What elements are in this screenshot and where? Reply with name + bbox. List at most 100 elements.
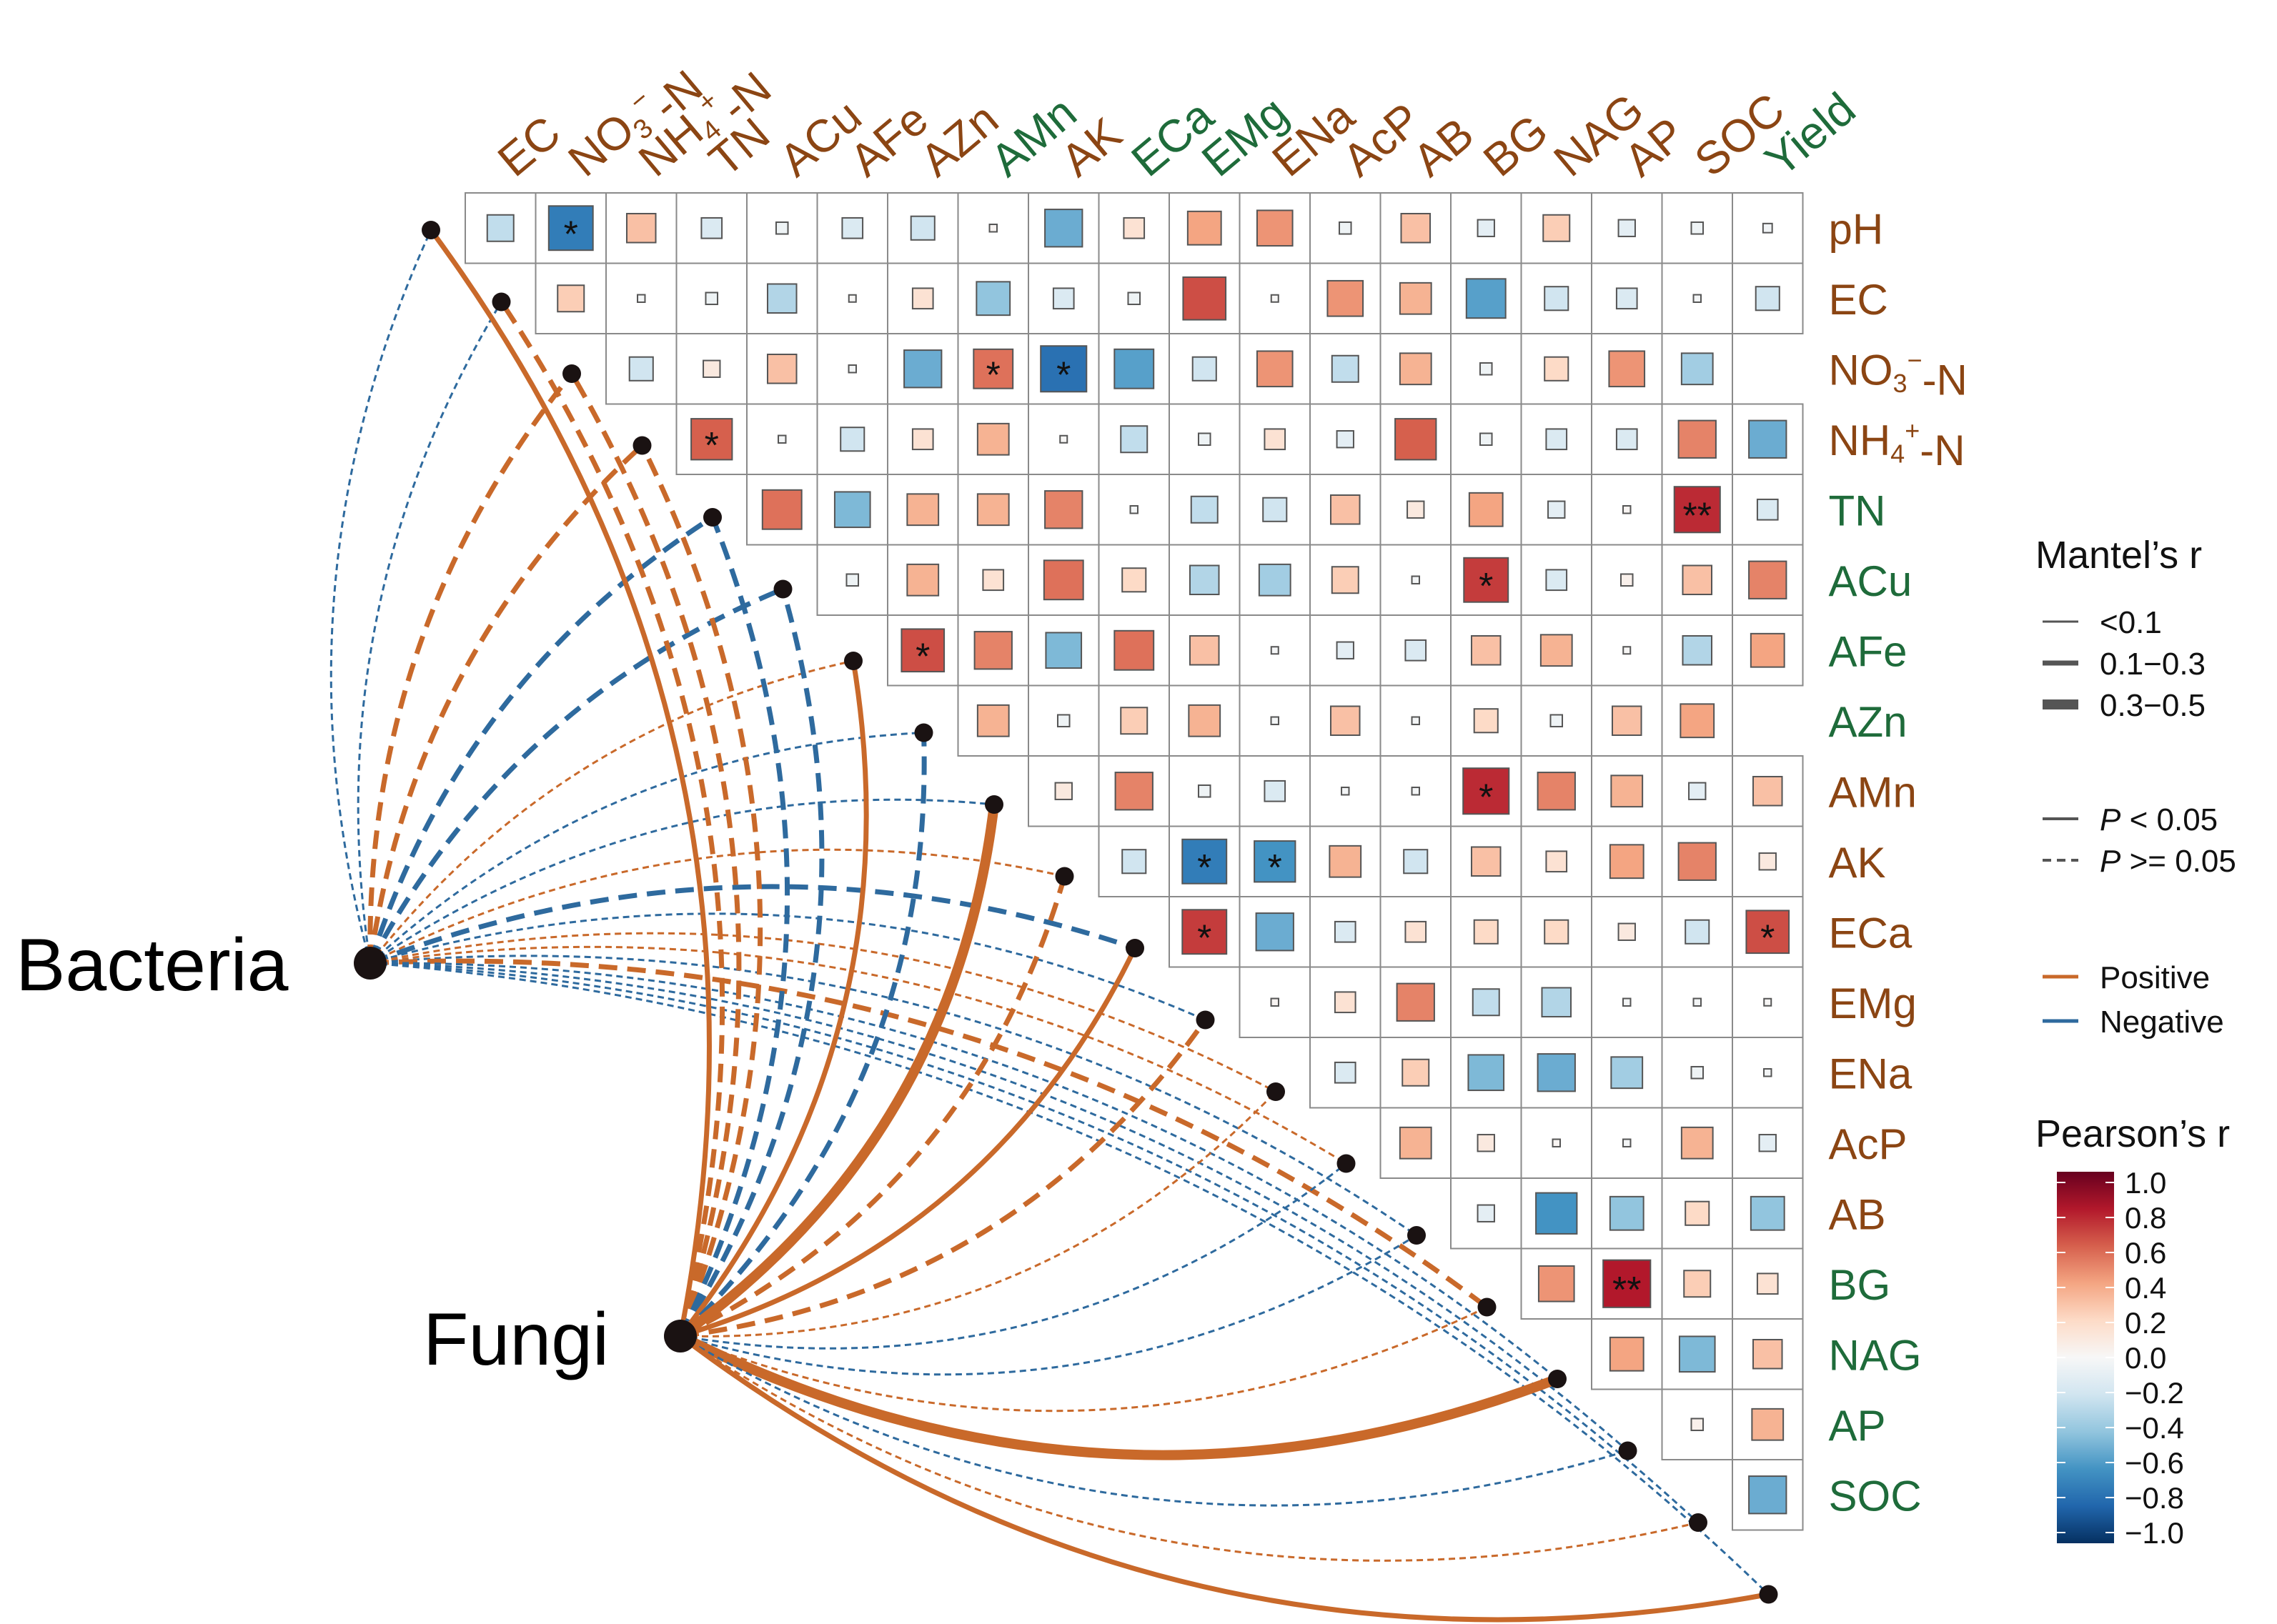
mantel-link [678, 660, 869, 1338]
correlation-square [1270, 294, 1279, 303]
significance-star: * [1056, 354, 1071, 396]
correlation-square [1545, 428, 1568, 451]
correlation-square [982, 569, 1005, 592]
correlation-square [1617, 922, 1636, 941]
correlation-square [911, 287, 934, 310]
correlation-square [848, 364, 857, 374]
correlation-square [1755, 286, 1780, 312]
correlation-square [911, 428, 934, 451]
correlation-square [1617, 219, 1636, 237]
fungi-node [664, 1320, 697, 1352]
correlation-heatmap: *************** [465, 192, 1804, 1531]
correlation-square [1610, 774, 1644, 808]
correlation-square [1338, 221, 1352, 235]
correlation-square [1336, 430, 1354, 449]
correlation-square [903, 349, 943, 389]
correlation-square [1763, 997, 1772, 1007]
variable-node [492, 292, 511, 312]
significance-star: * [1479, 566, 1493, 607]
correlation-square [703, 359, 721, 378]
mantel-link [369, 848, 1065, 965]
correlation-square [1622, 1138, 1632, 1147]
variable-node [1689, 1513, 1707, 1532]
correlation-square [1544, 356, 1569, 382]
correlation-square [1542, 214, 1571, 242]
correlation-square [1758, 852, 1777, 871]
significance-star: * [986, 354, 1001, 396]
significance-star: ** [1612, 1270, 1641, 1311]
correlation-square [1120, 425, 1149, 454]
correlation-square [766, 283, 798, 314]
heatmap-cell [1661, 1037, 1733, 1109]
correlation-square [1615, 428, 1638, 451]
row-label: AZn [1829, 698, 1908, 746]
column-label: EC [488, 106, 570, 186]
heatmap-cell [1732, 262, 1804, 334]
mantel-link [569, 372, 742, 1337]
mantel-link [369, 962, 1700, 1524]
correlation-square [1615, 287, 1638, 310]
correlation-square [1262, 497, 1288, 522]
correlation-square [1750, 1195, 1785, 1231]
significance-star: * [564, 214, 578, 255]
column-labels: ECNO3−-NNH4+-NTNACuAFeAZnAMnAKECaEMgENaA… [488, 60, 1865, 186]
mantel-link [369, 962, 1558, 1380]
variable-node [1477, 1297, 1497, 1317]
variable-node [1055, 867, 1074, 886]
correlation-square [901, 628, 946, 673]
correlation-square [1473, 708, 1499, 734]
mantel-link [640, 444, 763, 1337]
mantel-link [678, 732, 927, 1338]
correlation-square [1472, 988, 1500, 1017]
mantel-legend-label: <0.1 [2100, 605, 2162, 640]
correlation-square [1690, 1065, 1705, 1080]
correlation-square [845, 573, 860, 587]
correlation-square [1688, 782, 1707, 800]
colorbar-tick-label: −0.2 [2125, 1376, 2184, 1410]
correlation-square [1544, 286, 1569, 312]
mantel-link [680, 1306, 1488, 1413]
mantel-link [369, 884, 1136, 966]
correlation-square [910, 215, 936, 241]
correlation-square [1255, 912, 1294, 952]
correlation-square [1334, 1061, 1356, 1084]
mantel-link [679, 875, 1067, 1339]
correlation-square [1541, 987, 1572, 1018]
correlation-square [1181, 838, 1228, 885]
correlation-square [1181, 909, 1228, 955]
correlation-square [1692, 294, 1702, 303]
correlation-square [1399, 1126, 1432, 1160]
correlation-square [833, 491, 871, 529]
colorbar-tick-label: −0.4 [2125, 1411, 2184, 1445]
mantel-link [369, 732, 924, 965]
correlation-square [1552, 1138, 1561, 1147]
mantel-link [680, 1335, 1628, 1507]
mantel-link [678, 1331, 1559, 1460]
correlation-square [1609, 1195, 1644, 1231]
correlation-square [1394, 418, 1437, 461]
heatmap-cell [1661, 1388, 1733, 1460]
row-label: ACu [1829, 557, 1913, 605]
mantel-link [429, 228, 712, 1337]
variable-node [1266, 1082, 1285, 1101]
colorbar-tick-label: 0.2 [2125, 1306, 2166, 1340]
correlation-square [1113, 348, 1155, 389]
row-label: AK [1829, 839, 1886, 887]
correlation-square [1127, 292, 1141, 306]
correlation-square [1113, 629, 1155, 671]
correlation-square [761, 489, 803, 530]
correlation-square [1052, 287, 1075, 310]
correlation-square [625, 212, 657, 244]
correlation-square [775, 221, 789, 235]
colorbar-tick-label: 0.0 [2125, 1341, 2166, 1375]
row-labels: pHECNO3−-NNH4+-NTNACuAFeAZnAMnAKECaEMgEN… [1829, 205, 1968, 1520]
variable-node [844, 652, 863, 670]
heatmap-cell [535, 262, 607, 334]
pearson-legend-title: Pearson’s r [2035, 1112, 2230, 1155]
correlation-square [1745, 910, 1790, 955]
significance-star: * [916, 636, 930, 677]
correlation-square [1547, 500, 1566, 519]
correlation-square [1465, 278, 1507, 319]
heatmap-cell [1098, 262, 1170, 334]
correlation-square [1673, 486, 1721, 534]
